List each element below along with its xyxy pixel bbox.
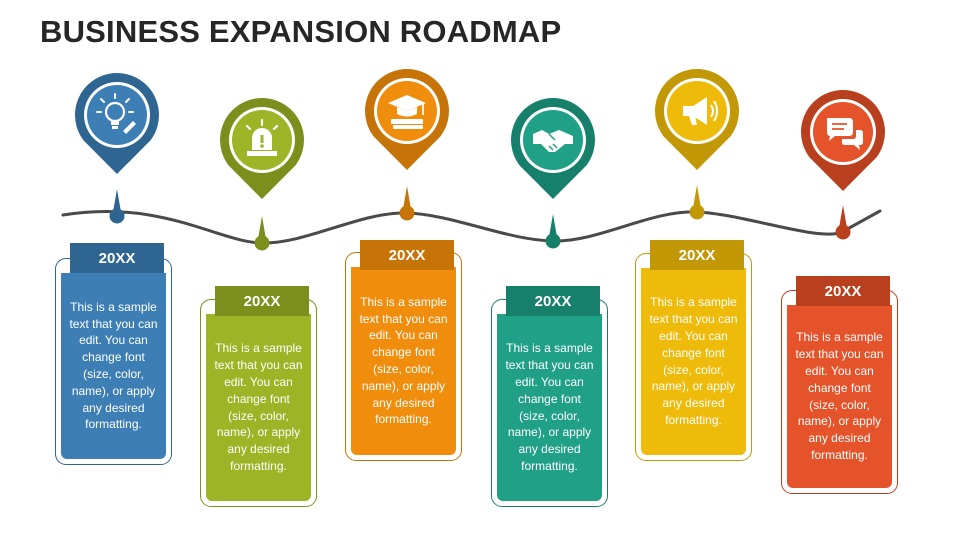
milestone-description: This is a sample text that you can edit.… [787, 305, 892, 488]
milestone-3-card: This is a sample text that you can edit.… [345, 252, 462, 461]
milestone-6-year-label: 20XX [796, 276, 890, 306]
chat-bubbles-icon [827, 118, 863, 150]
milestone-description: This is a sample text that you can edit.… [206, 314, 311, 501]
milestone-6-marker [800, 89, 885, 240]
timeline-dot [109, 208, 125, 224]
milestone-description: This is a sample text that you can edit.… [61, 273, 166, 459]
milestone-5-year-label: 20XX [650, 240, 744, 270]
milestone-1-year-label: 20XX [70, 243, 164, 273]
timeline-dot [545, 233, 561, 249]
milestone-description: This is a sample text that you can edit.… [351, 267, 456, 455]
pin-icon-circle [87, 85, 147, 145]
milestone-3-marker [365, 69, 450, 221]
milestone-5-marker [655, 68, 739, 220]
graduation-cap-icon [388, 95, 426, 129]
milestone-5-card: This is a sample text that you can edit.… [635, 253, 752, 461]
timeline-spike [693, 185, 701, 208]
timeline-spike [839, 205, 847, 228]
milestone-2-marker [220, 98, 305, 251]
timeline-spike [549, 214, 557, 237]
milestone-1-card: This is a sample text that you can edit.… [55, 258, 172, 465]
milestone-4-card: This is a sample text that you can edit.… [491, 299, 608, 507]
timeline-curve [61, 209, 882, 245]
milestone-4-marker [511, 97, 596, 249]
milestone-4-year-label: 20XX [506, 286, 600, 316]
timeline-dot [689, 204, 705, 220]
milestone-3-year-label: 20XX [360, 240, 454, 270]
lightbulb-icon [96, 93, 136, 134]
timeline-dot [254, 235, 270, 251]
milestone-2-card: This is a sample text that you can edit.… [200, 299, 317, 507]
timeline-spike [113, 189, 121, 212]
timeline-dot [399, 205, 415, 221]
milestone-1-marker [75, 73, 159, 224]
alarm-light-icon [245, 118, 279, 156]
timeline-spike [403, 186, 411, 209]
page-title: BUSINESS EXPANSION ROADMAP [40, 14, 562, 49]
handshake-icon [533, 130, 573, 152]
timeline-dot [835, 224, 851, 240]
milestone-6-card: This is a sample text that you can edit.… [781, 290, 898, 494]
megaphone-icon [683, 97, 718, 125]
milestone-description: This is a sample text that you can edit.… [641, 268, 746, 455]
milestone-2-year-label: 20XX [215, 286, 309, 316]
timeline-spike [258, 216, 266, 239]
milestone-description: This is a sample text that you can edit.… [497, 314, 602, 501]
